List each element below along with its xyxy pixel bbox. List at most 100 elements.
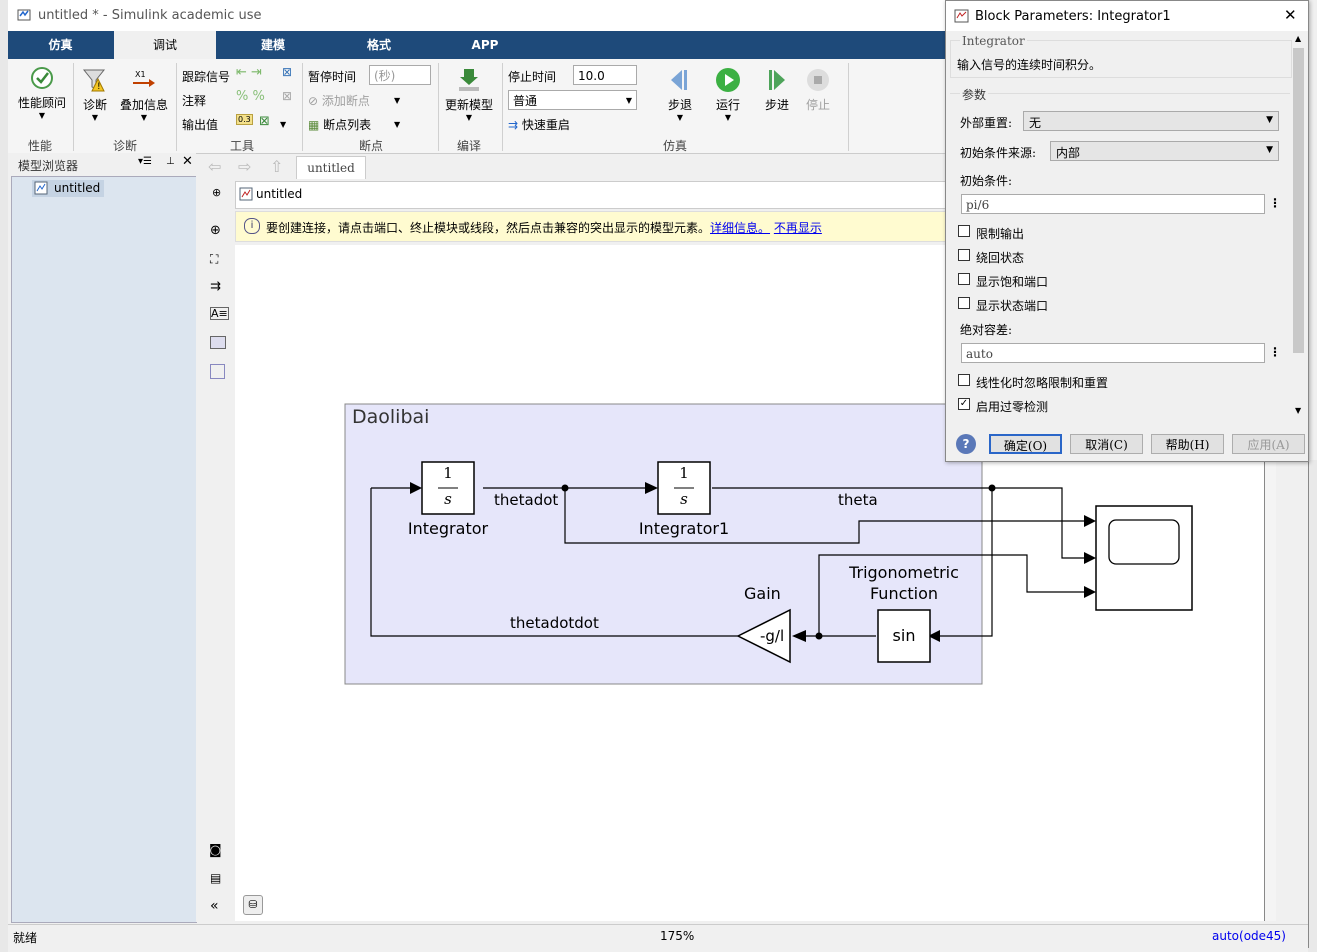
percent-icon[interactable]: % %: [236, 89, 265, 104]
breakpoint-list-button[interactable]: ▦ 断点列表: [308, 116, 371, 133]
forward-arrow-icon[interactable]: ⇨: [238, 157, 252, 176]
chevron-down-icon[interactable]: ▼: [280, 120, 287, 129]
chevron-down-icon: ▼: [465, 113, 473, 122]
trace-signal-button[interactable]: 跟踪信号: [182, 70, 231, 84]
browser-menu-icon[interactable]: ▾☰: [138, 156, 152, 167]
chevron-down-icon[interactable]: ▼: [394, 96, 401, 105]
zoom-icon[interactable]: ⊕: [210, 223, 221, 238]
scroll-thumb[interactable]: [1293, 48, 1304, 353]
ic-source-select[interactable]: 内部 ▼: [1050, 141, 1279, 161]
ext-reset-select[interactable]: 无 ▼: [1023, 111, 1279, 131]
pin-icon[interactable]: ⊥: [166, 156, 175, 167]
hide-browser-icon[interactable]: ⊕: [212, 186, 222, 199]
gain-label: Gain: [744, 584, 781, 603]
svg-text:!: !: [97, 82, 101, 92]
clear-percent-icon[interactable]: ⊠: [282, 89, 293, 103]
tab-debug[interactable]: 调试: [114, 31, 216, 59]
help-icon[interactable]: ?: [956, 434, 976, 454]
more-options-icon[interactable]: ⋮: [1269, 196, 1281, 210]
diagnose-button[interactable]: ! 诊断 ▼: [78, 67, 112, 122]
model-icon: [34, 181, 48, 195]
arrow-icon[interactable]: ⇉: [210, 279, 221, 294]
tab-apps[interactable]: APP: [471, 38, 499, 52]
info-icon: i: [244, 218, 260, 234]
more-options-icon[interactable]: ⋮: [1269, 345, 1281, 359]
browser-item-label: untitled: [54, 181, 101, 195]
update-model-icon: [459, 69, 479, 91]
close-icon[interactable]: ✕: [182, 154, 193, 169]
dialog-scrollbar[interactable]: ▲ ▼: [1292, 34, 1305, 419]
ignore-limit-checkbox[interactable]: [958, 374, 970, 386]
show-state-port-checkbox[interactable]: [958, 297, 970, 309]
limit-output-checkbox[interactable]: [958, 225, 970, 237]
show-sat-port-checkbox[interactable]: [958, 273, 970, 285]
ext-reset-value: 无: [1029, 116, 1042, 130]
tab-format[interactable]: 格式: [366, 38, 391, 52]
integrator1-numerator: 1: [679, 464, 689, 482]
signal-thetadot-label: thetadot: [494, 491, 559, 509]
details-link[interactable]: 详细信息。: [710, 221, 771, 235]
overlay-info-button[interactable]: X1 叠加信息 ▼: [116, 67, 172, 122]
wrap-state-checkbox[interactable]: [958, 249, 970, 261]
divider: [950, 93, 1290, 94]
fast-restart-button[interactable]: ⇉ 快速重启: [508, 116, 570, 133]
zero-cross-checkbox[interactable]: ✓: [958, 398, 970, 410]
annotate-button[interactable]: 注释: [182, 94, 207, 108]
chevron-down-icon[interactable]: ▼: [394, 120, 401, 129]
stop-button[interactable]: 停止: [798, 67, 838, 113]
area-daolibai[interactable]: [344, 403, 983, 685]
trig-function-block[interactable]: [877, 609, 931, 663]
gain-value: -g/l: [760, 627, 785, 645]
ok-button[interactable]: 确定(O): [989, 434, 1062, 454]
help-button[interactable]: 帮助(H): [1151, 434, 1224, 454]
up-arrow-icon[interactable]: ⇧: [270, 157, 284, 176]
ic-input[interactable]: pi/6: [961, 194, 1265, 214]
run-label: 运行: [715, 98, 740, 112]
chevron-down-icon: ▼: [1266, 145, 1273, 155]
scroll-up-icon[interactable]: ▲: [1295, 34, 1302, 43]
clear-trace-icon[interactable]: ⊠: [282, 65, 293, 79]
breadcrumb-model[interactable]: untitled: [256, 187, 303, 201]
solver-link[interactable]: auto(ode45): [1212, 929, 1286, 943]
image-icon[interactable]: [210, 336, 226, 349]
update-model-button[interactable]: 更新模型 ▼: [441, 67, 497, 122]
divider: [502, 63, 503, 151]
step-back-label: 步退: [667, 98, 692, 112]
run-button[interactable]: 运行 ▼: [708, 67, 748, 122]
cancel-button[interactable]: 取消(C): [1070, 434, 1143, 454]
gain-block[interactable]: [736, 608, 791, 664]
value-label-icon[interactable]: 0.3: [236, 114, 253, 125]
perf-advisor-button[interactable]: 性能顾问 ▼: [14, 65, 70, 135]
camera-icon[interactable]: ◙: [209, 843, 222, 858]
explorer-bar-icon[interactable]: ⛁: [243, 895, 263, 915]
dont-show-link[interactable]: 不再显示: [773, 221, 822, 235]
collapse-icon[interactable]: «: [210, 898, 219, 914]
scroll-down-icon[interactable]: ▼: [1295, 406, 1302, 415]
sim-mode-select[interactable]: 普通 ▼: [508, 90, 637, 110]
add-breakpoint-button[interactable]: ⊘ 添加断点: [308, 92, 370, 109]
tab-simulation[interactable]: 仿真: [48, 38, 73, 52]
browser-item-untitled[interactable]: untitled: [32, 180, 104, 197]
document-tab[interactable]: untitled: [296, 156, 366, 179]
tab-modeling[interactable]: 建模: [260, 38, 285, 52]
step-back-button[interactable]: 步退 ▼: [660, 67, 700, 122]
step-forward-button[interactable]: 步进: [757, 67, 797, 113]
trace-arrows-icon[interactable]: ⇤ ⇥: [236, 65, 262, 80]
output-value-button[interactable]: 输出值: [182, 118, 219, 132]
close-icon[interactable]: ✕: [1284, 6, 1297, 24]
description-group-title: Integrator: [960, 34, 1027, 48]
clear-value-icon[interactable]: ⊠: [259, 114, 270, 129]
fit-view-icon[interactable]: ⛶: [210, 252, 219, 266]
area-icon[interactable]: [210, 364, 225, 379]
annotation-icon[interactable]: A≡: [210, 307, 229, 320]
pause-time-input[interactable]: (秒): [369, 65, 431, 85]
property-inspector-icon[interactable]: ▤: [210, 871, 222, 885]
area-label: Daolibai: [352, 406, 430, 428]
zoom-level: 175%: [660, 929, 695, 943]
pause-time-label: 暂停时间: [308, 70, 357, 84]
stop-time-input[interactable]: 10.0: [573, 65, 637, 85]
signal-thetadotdot-label: thetadotdot: [510, 614, 599, 632]
apply-button[interactable]: 应用(A): [1232, 434, 1305, 454]
abs-tol-input[interactable]: auto: [961, 343, 1265, 363]
back-arrow-icon[interactable]: ⇦: [208, 157, 222, 176]
